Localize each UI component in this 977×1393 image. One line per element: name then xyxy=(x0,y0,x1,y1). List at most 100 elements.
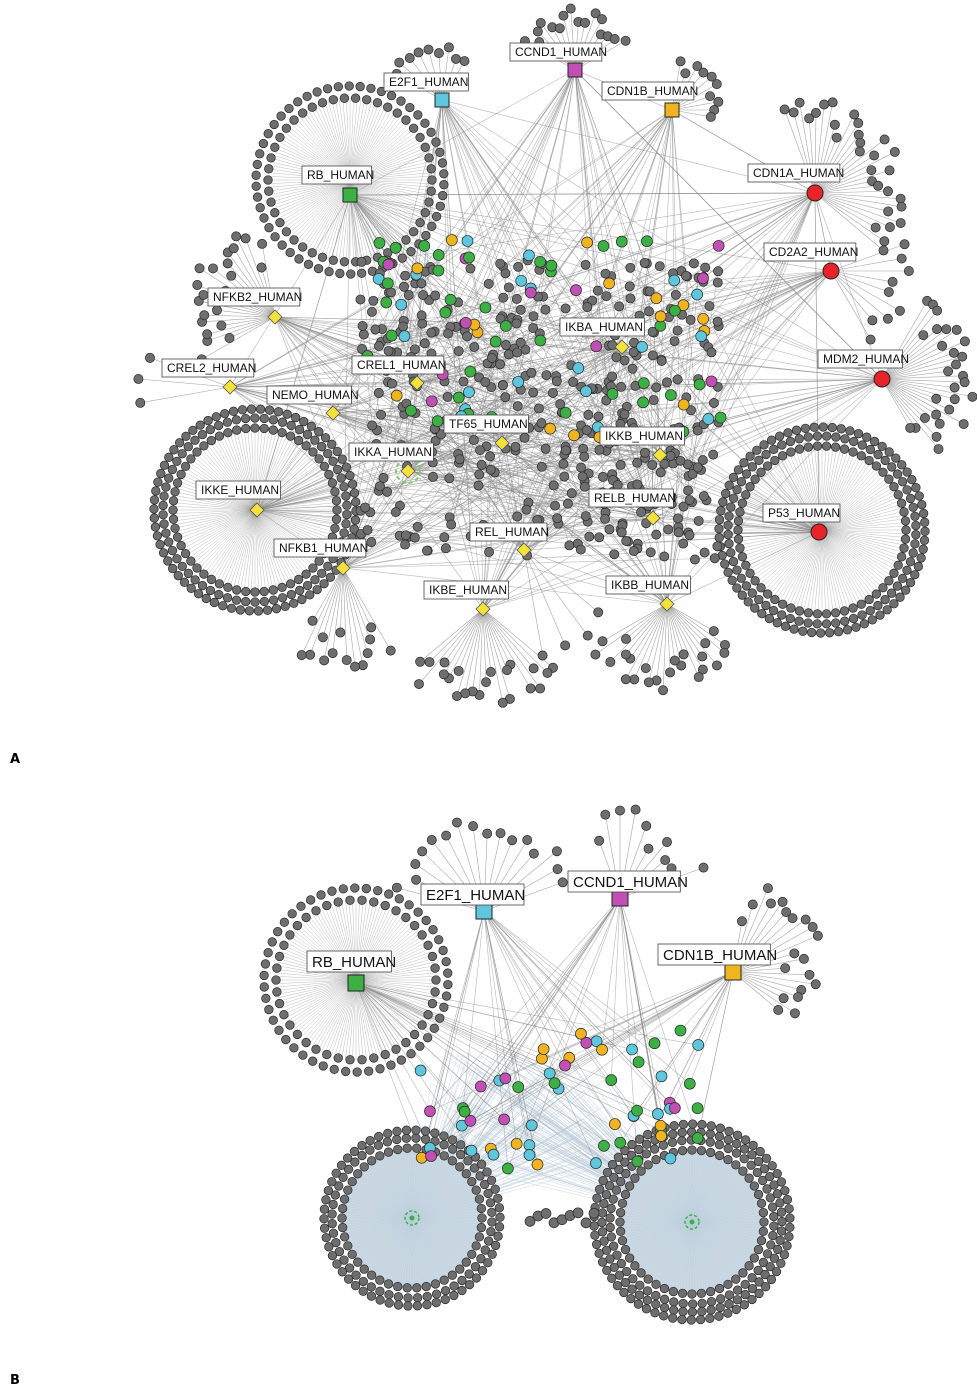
core-node xyxy=(632,457,643,468)
ring-node xyxy=(343,1185,353,1195)
edge xyxy=(821,486,895,531)
interactor-node xyxy=(545,259,558,272)
edge xyxy=(411,1217,481,1231)
leaf-node xyxy=(468,821,479,832)
edge xyxy=(621,346,668,605)
edge xyxy=(277,179,351,220)
edge xyxy=(830,270,873,321)
ring-node xyxy=(490,1240,501,1251)
ring-node xyxy=(614,1270,625,1280)
ring-node xyxy=(812,619,822,629)
edge xyxy=(675,1221,693,1293)
ring-node xyxy=(180,548,191,559)
ring-node xyxy=(786,603,796,613)
leaf-node xyxy=(800,914,811,925)
edge xyxy=(624,1196,693,1223)
ring-node xyxy=(339,482,349,492)
ring-node xyxy=(268,425,278,435)
edge xyxy=(411,1157,449,1219)
ring-node xyxy=(773,1244,783,1255)
interactor-node xyxy=(431,415,444,427)
ring-node xyxy=(889,599,899,609)
ring-node xyxy=(714,1150,725,1161)
ring-node xyxy=(176,469,186,480)
ring-node xyxy=(317,98,328,108)
leaf-node xyxy=(199,310,210,321)
core-node xyxy=(560,445,571,456)
ring-node xyxy=(714,515,725,525)
edge xyxy=(411,1217,461,1269)
edge xyxy=(632,368,668,605)
ring-node xyxy=(431,211,442,222)
leaf-node xyxy=(643,843,654,854)
ring-node xyxy=(728,556,739,567)
edge xyxy=(881,378,939,450)
edge xyxy=(175,509,256,529)
ring-node xyxy=(163,556,173,566)
interactor-node xyxy=(395,298,408,311)
edge xyxy=(814,192,901,199)
edge xyxy=(821,522,906,531)
ring-node xyxy=(851,622,861,632)
leaf-node xyxy=(433,48,444,59)
edge xyxy=(881,356,963,380)
edge xyxy=(411,1152,437,1219)
ring-node xyxy=(424,197,434,207)
edge xyxy=(408,1217,413,1288)
ring-node xyxy=(910,511,920,521)
ring-node xyxy=(421,1281,431,1292)
leaf-node xyxy=(793,992,803,1002)
edge xyxy=(772,529,823,599)
ring-node xyxy=(487,1217,497,1227)
ring-node xyxy=(296,901,306,911)
edge xyxy=(178,509,256,540)
ring-node xyxy=(209,597,220,608)
ring-node xyxy=(332,446,342,457)
hub-label: RB_HUMAN xyxy=(307,168,374,182)
edge xyxy=(288,179,351,235)
panel-a-network: CCND1_HUMANE2F1_HUMANCDN1B_HUMANRB_HUMAN… xyxy=(133,3,977,708)
edge xyxy=(691,1208,763,1223)
ring-node xyxy=(420,1134,431,1144)
interactor-node xyxy=(652,1108,664,1120)
ring-node xyxy=(331,496,342,506)
edge xyxy=(814,139,885,194)
edge xyxy=(821,525,906,531)
hub-label: CDN1A_HUMAN xyxy=(753,166,844,180)
ring-node xyxy=(412,1283,422,1293)
ring-node xyxy=(898,477,908,487)
edge xyxy=(200,448,256,511)
ring-node xyxy=(420,208,430,218)
ring-node xyxy=(627,1139,637,1150)
ring-node xyxy=(769,444,779,454)
edge xyxy=(378,1217,413,1280)
core-node xyxy=(712,541,723,552)
ring-node xyxy=(678,1119,689,1130)
edge xyxy=(821,529,893,577)
core-node xyxy=(485,464,496,475)
leaf-node xyxy=(296,650,307,661)
edge xyxy=(441,99,526,376)
ring-node xyxy=(776,1226,787,1236)
leaf-node xyxy=(620,35,631,46)
edge xyxy=(656,603,668,681)
ring-node xyxy=(842,625,853,635)
ring-node xyxy=(301,441,311,451)
core-node xyxy=(687,469,698,479)
ring-node xyxy=(607,1273,617,1283)
interactor-node xyxy=(590,340,603,353)
edge xyxy=(691,1150,696,1223)
leaf-node xyxy=(932,305,943,316)
hub-label: REL_HUMAN xyxy=(475,525,549,539)
core-node xyxy=(510,441,521,452)
ring-node xyxy=(784,1231,794,1242)
edge xyxy=(574,69,883,380)
hub-diamond-node xyxy=(249,502,265,518)
ring-node xyxy=(724,1290,735,1300)
ring-node xyxy=(776,1258,786,1269)
ring-node xyxy=(197,580,208,591)
ring-node xyxy=(337,454,347,464)
hub-diamond-node xyxy=(652,447,668,463)
ring-node xyxy=(262,605,273,615)
edge xyxy=(691,1221,756,1257)
